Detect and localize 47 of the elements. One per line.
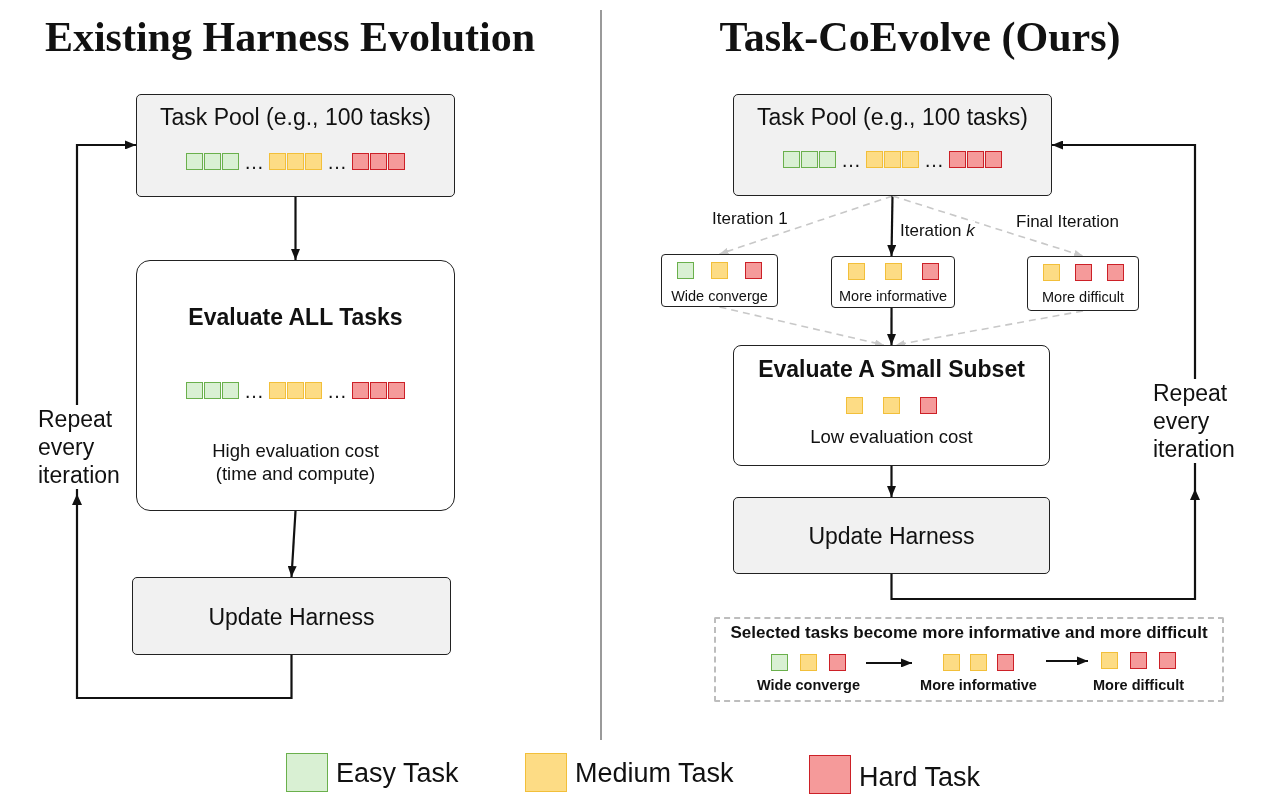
panel-heading: Selected tasks become more informative and more difficult — [730, 622, 1208, 643]
ellipsis: … — [244, 154, 264, 170]
arrow — [1046, 656, 1088, 666]
panel-title: Task-CoEvolve (Ours) — [719, 14, 1121, 60]
node-note: Low evaluation cost — [810, 424, 973, 448]
arrow — [887, 308, 896, 345]
dashed-arrow — [718, 195, 894, 255]
subset-box — [1027, 256, 1139, 311]
node-label: Task Pool (e.g., 100 tasks) — [757, 103, 1028, 131]
arrow — [291, 197, 300, 260]
node-label: Update Harness — [208, 603, 375, 631]
legend-label: Hard Task — [859, 761, 981, 793]
node-heading: Evaluate ALL Tasks — [188, 303, 403, 331]
process-box — [136, 260, 455, 511]
arrow — [887, 466, 896, 497]
node-note: High evaluation cost (time and compute) — [211, 438, 380, 485]
process-box — [733, 345, 1050, 466]
process-box — [733, 497, 1050, 574]
arrow — [287, 510, 297, 578]
summary-panel — [714, 617, 1224, 702]
dashed-arrow — [718, 306, 885, 347]
arrow — [887, 196, 897, 256]
node-label: Update Harness — [808, 522, 975, 550]
subset-box — [831, 256, 955, 308]
node-label: Task Pool (e.g., 100 tasks) — [160, 103, 431, 131]
group-caption: More informative — [920, 677, 1037, 694]
ellipsis: … — [244, 383, 264, 399]
arrow — [866, 658, 912, 668]
panel-title: Existing Harness Evolution — [44, 14, 536, 60]
ellipsis: … — [924, 152, 944, 168]
process-box — [132, 577, 451, 655]
node-heading: Evaluate A Small Subset — [758, 355, 1025, 383]
subset-box — [661, 254, 778, 307]
legend-label: Medium Task — [575, 757, 734, 789]
legend-label: Easy Task — [336, 757, 459, 789]
box-caption: More informative — [839, 287, 947, 305]
ellipsis: … — [327, 154, 347, 170]
group-caption: Wide converge — [757, 677, 860, 694]
ellipsis: … — [327, 383, 347, 399]
box-caption: Wide converge — [671, 287, 768, 305]
process-box — [136, 94, 455, 197]
box-caption: More difficult — [1042, 288, 1124, 306]
dashed-arrow — [895, 310, 1084, 347]
process-box — [733, 94, 1052, 196]
dashed-arrow — [891, 195, 1084, 257]
ellipsis: … — [841, 152, 861, 168]
group-caption: More difficult — [1093, 677, 1184, 694]
